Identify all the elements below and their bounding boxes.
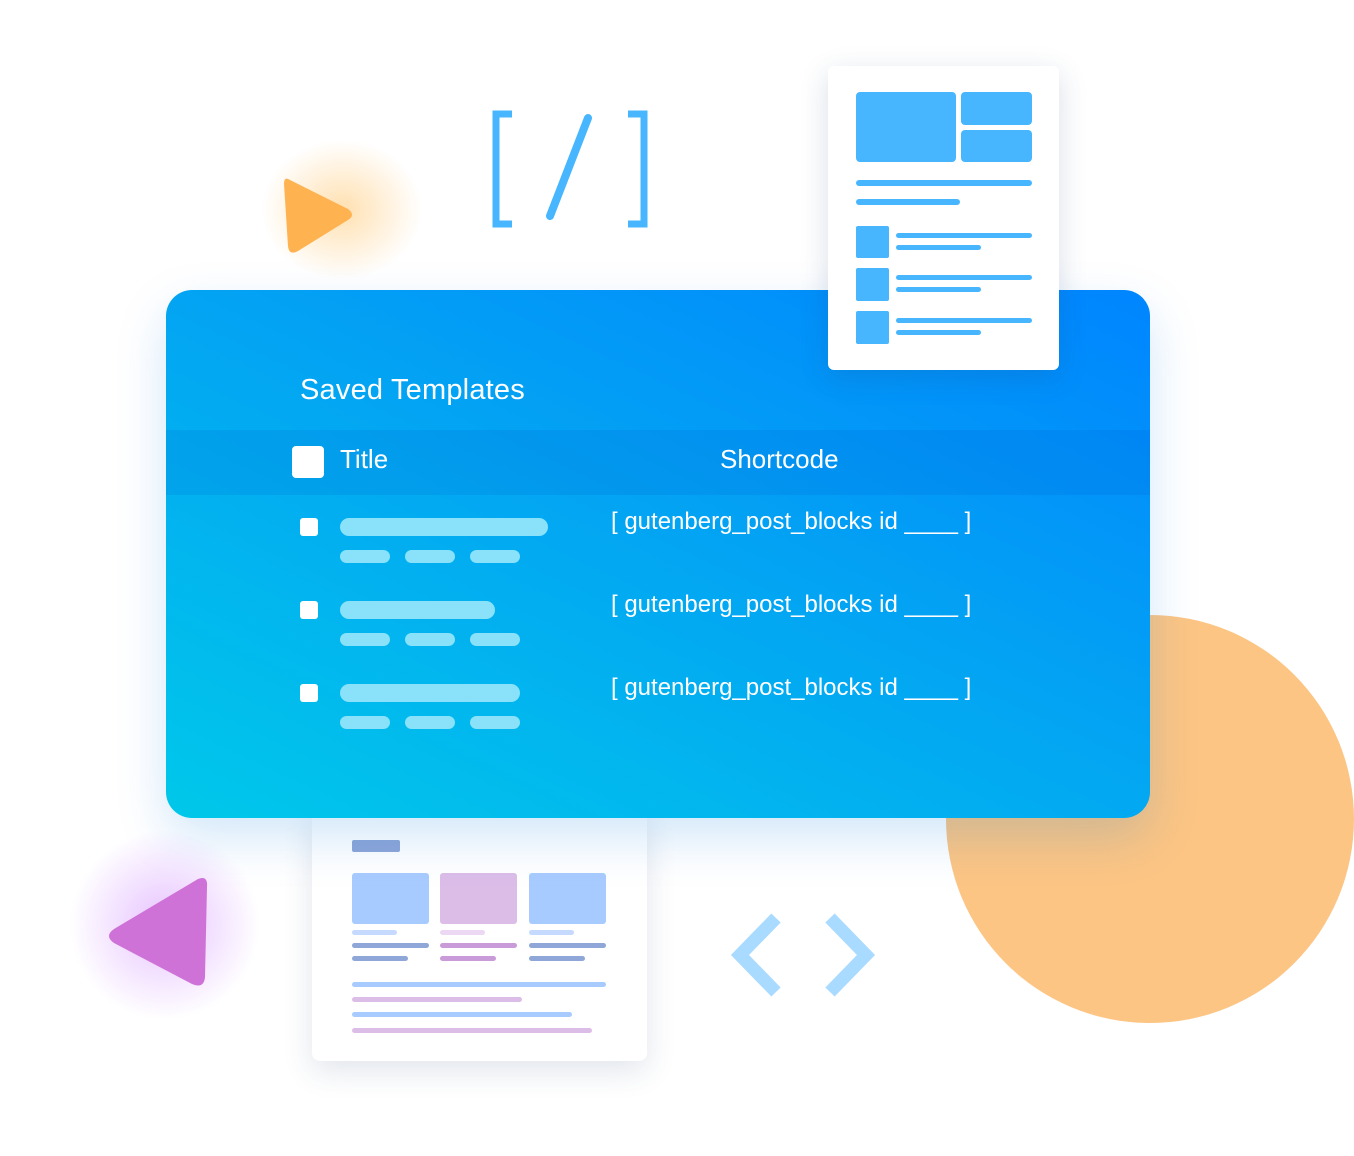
title-placeholder-bar[interactable] [340, 518, 548, 536]
meta-placeholder-bar [405, 550, 455, 563]
meta-placeholder-bar [340, 633, 390, 646]
table-header: Title Shortcode [166, 430, 1150, 495]
doc-line [896, 245, 981, 250]
doc-line [352, 982, 606, 987]
meta-placeholder-bar [405, 633, 455, 646]
doc-line [896, 330, 981, 335]
template-preview-card-bottom [312, 810, 647, 1061]
meta-placeholder-bar [340, 716, 390, 729]
doc-image-block [961, 130, 1032, 162]
doc-line [896, 318, 1032, 323]
doc-line [352, 997, 522, 1002]
doc-line [856, 180, 1032, 186]
doc-line [440, 956, 496, 961]
doc-heading-bar [352, 840, 400, 852]
doc-line [529, 930, 574, 935]
doc-image-block [529, 873, 606, 924]
table-row: [ gutenberg_post_blocks id ____ ] [166, 508, 1150, 588]
doc-image-block [961, 92, 1032, 125]
doc-image-block [440, 873, 517, 924]
meta-placeholder-bar [340, 550, 390, 563]
row-checkbox[interactable] [300, 684, 318, 702]
shortcode-text[interactable]: [ gutenberg_post_blocks id ____ ] [611, 591, 972, 618]
title-placeholder-bar[interactable] [340, 684, 520, 702]
doc-thumb [856, 268, 889, 301]
table-row: [ gutenberg_post_blocks id ____ ] [166, 674, 1150, 754]
table-row: [ gutenberg_post_blocks id ____ ] [166, 591, 1150, 671]
doc-line [440, 943, 517, 948]
select-all-checkbox[interactable] [292, 446, 324, 478]
title-placeholder-bar[interactable] [340, 601, 495, 619]
doc-image-block [352, 873, 429, 924]
shortcode-text[interactable]: [ gutenberg_post_blocks id ____ ] [611, 674, 972, 701]
doc-line [352, 1028, 592, 1033]
doc-image-block [856, 92, 956, 162]
doc-thumb [856, 226, 889, 258]
code-brackets-icon [730, 913, 876, 997]
saved-templates-panel: Saved Templates Title Shortcode [ gutenb… [166, 290, 1150, 818]
doc-line [856, 199, 960, 205]
meta-placeholder-bar [470, 550, 520, 563]
doc-line [352, 956, 408, 961]
reverse-play-triangle-icon [109, 878, 208, 986]
doc-line [352, 943, 429, 948]
panel-title: Saved Templates [300, 374, 525, 406]
doc-line [529, 943, 606, 948]
doc-line [440, 930, 485, 935]
column-header-title[interactable]: Title [340, 444, 389, 474]
shortcode-text[interactable]: [ gutenberg_post_blocks id ____ ] [611, 508, 972, 535]
doc-line [352, 1012, 572, 1017]
doc-thumb [856, 311, 889, 344]
doc-line [896, 275, 1032, 280]
meta-placeholder-bar [470, 716, 520, 729]
row-checkbox[interactable] [300, 518, 318, 536]
column-header-shortcode[interactable]: Shortcode [720, 444, 839, 474]
doc-line [896, 287, 981, 292]
doc-line [529, 956, 585, 961]
doc-line [896, 233, 1032, 238]
shortcode-brackets-icon [492, 110, 648, 228]
meta-placeholder-bar [470, 633, 520, 646]
row-checkbox[interactable] [300, 601, 318, 619]
template-preview-card-top [828, 66, 1059, 370]
play-triangle-icon [284, 178, 352, 253]
doc-line [352, 930, 397, 935]
meta-placeholder-bar [405, 716, 455, 729]
